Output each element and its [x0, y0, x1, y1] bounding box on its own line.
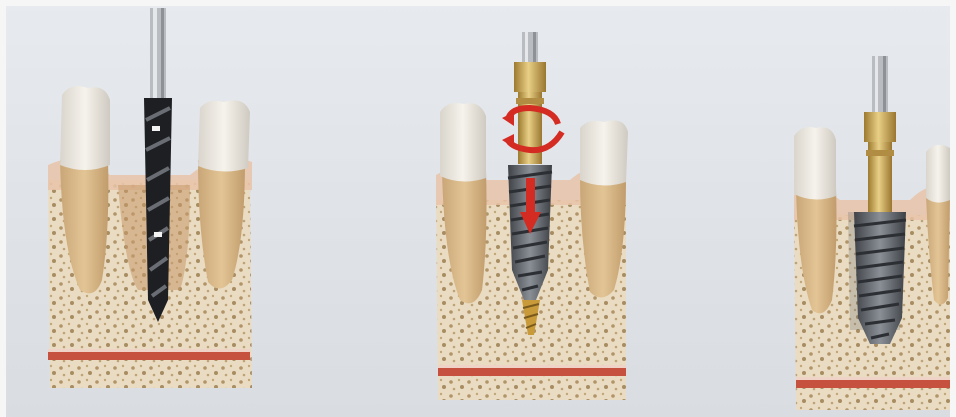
tooth-right-crown — [198, 100, 250, 171]
tooth-right-crown — [926, 145, 950, 203]
implant-driver — [864, 112, 896, 142]
image-border-right — [950, 0, 956, 417]
tooth-right-crown — [580, 120, 628, 185]
canal-line — [48, 352, 250, 360]
implant-driver — [514, 62, 546, 92]
tooth-left-crown — [794, 127, 836, 200]
tooth-left-crown — [60, 86, 110, 170]
panel-insertion — [430, 0, 630, 417]
panel-drilling — [40, 0, 260, 417]
tooth-left-crown — [440, 103, 486, 182]
canal-line — [796, 380, 950, 388]
canal-line — [438, 368, 626, 376]
panel-seated — [790, 0, 950, 417]
image-border-left — [0, 0, 6, 417]
